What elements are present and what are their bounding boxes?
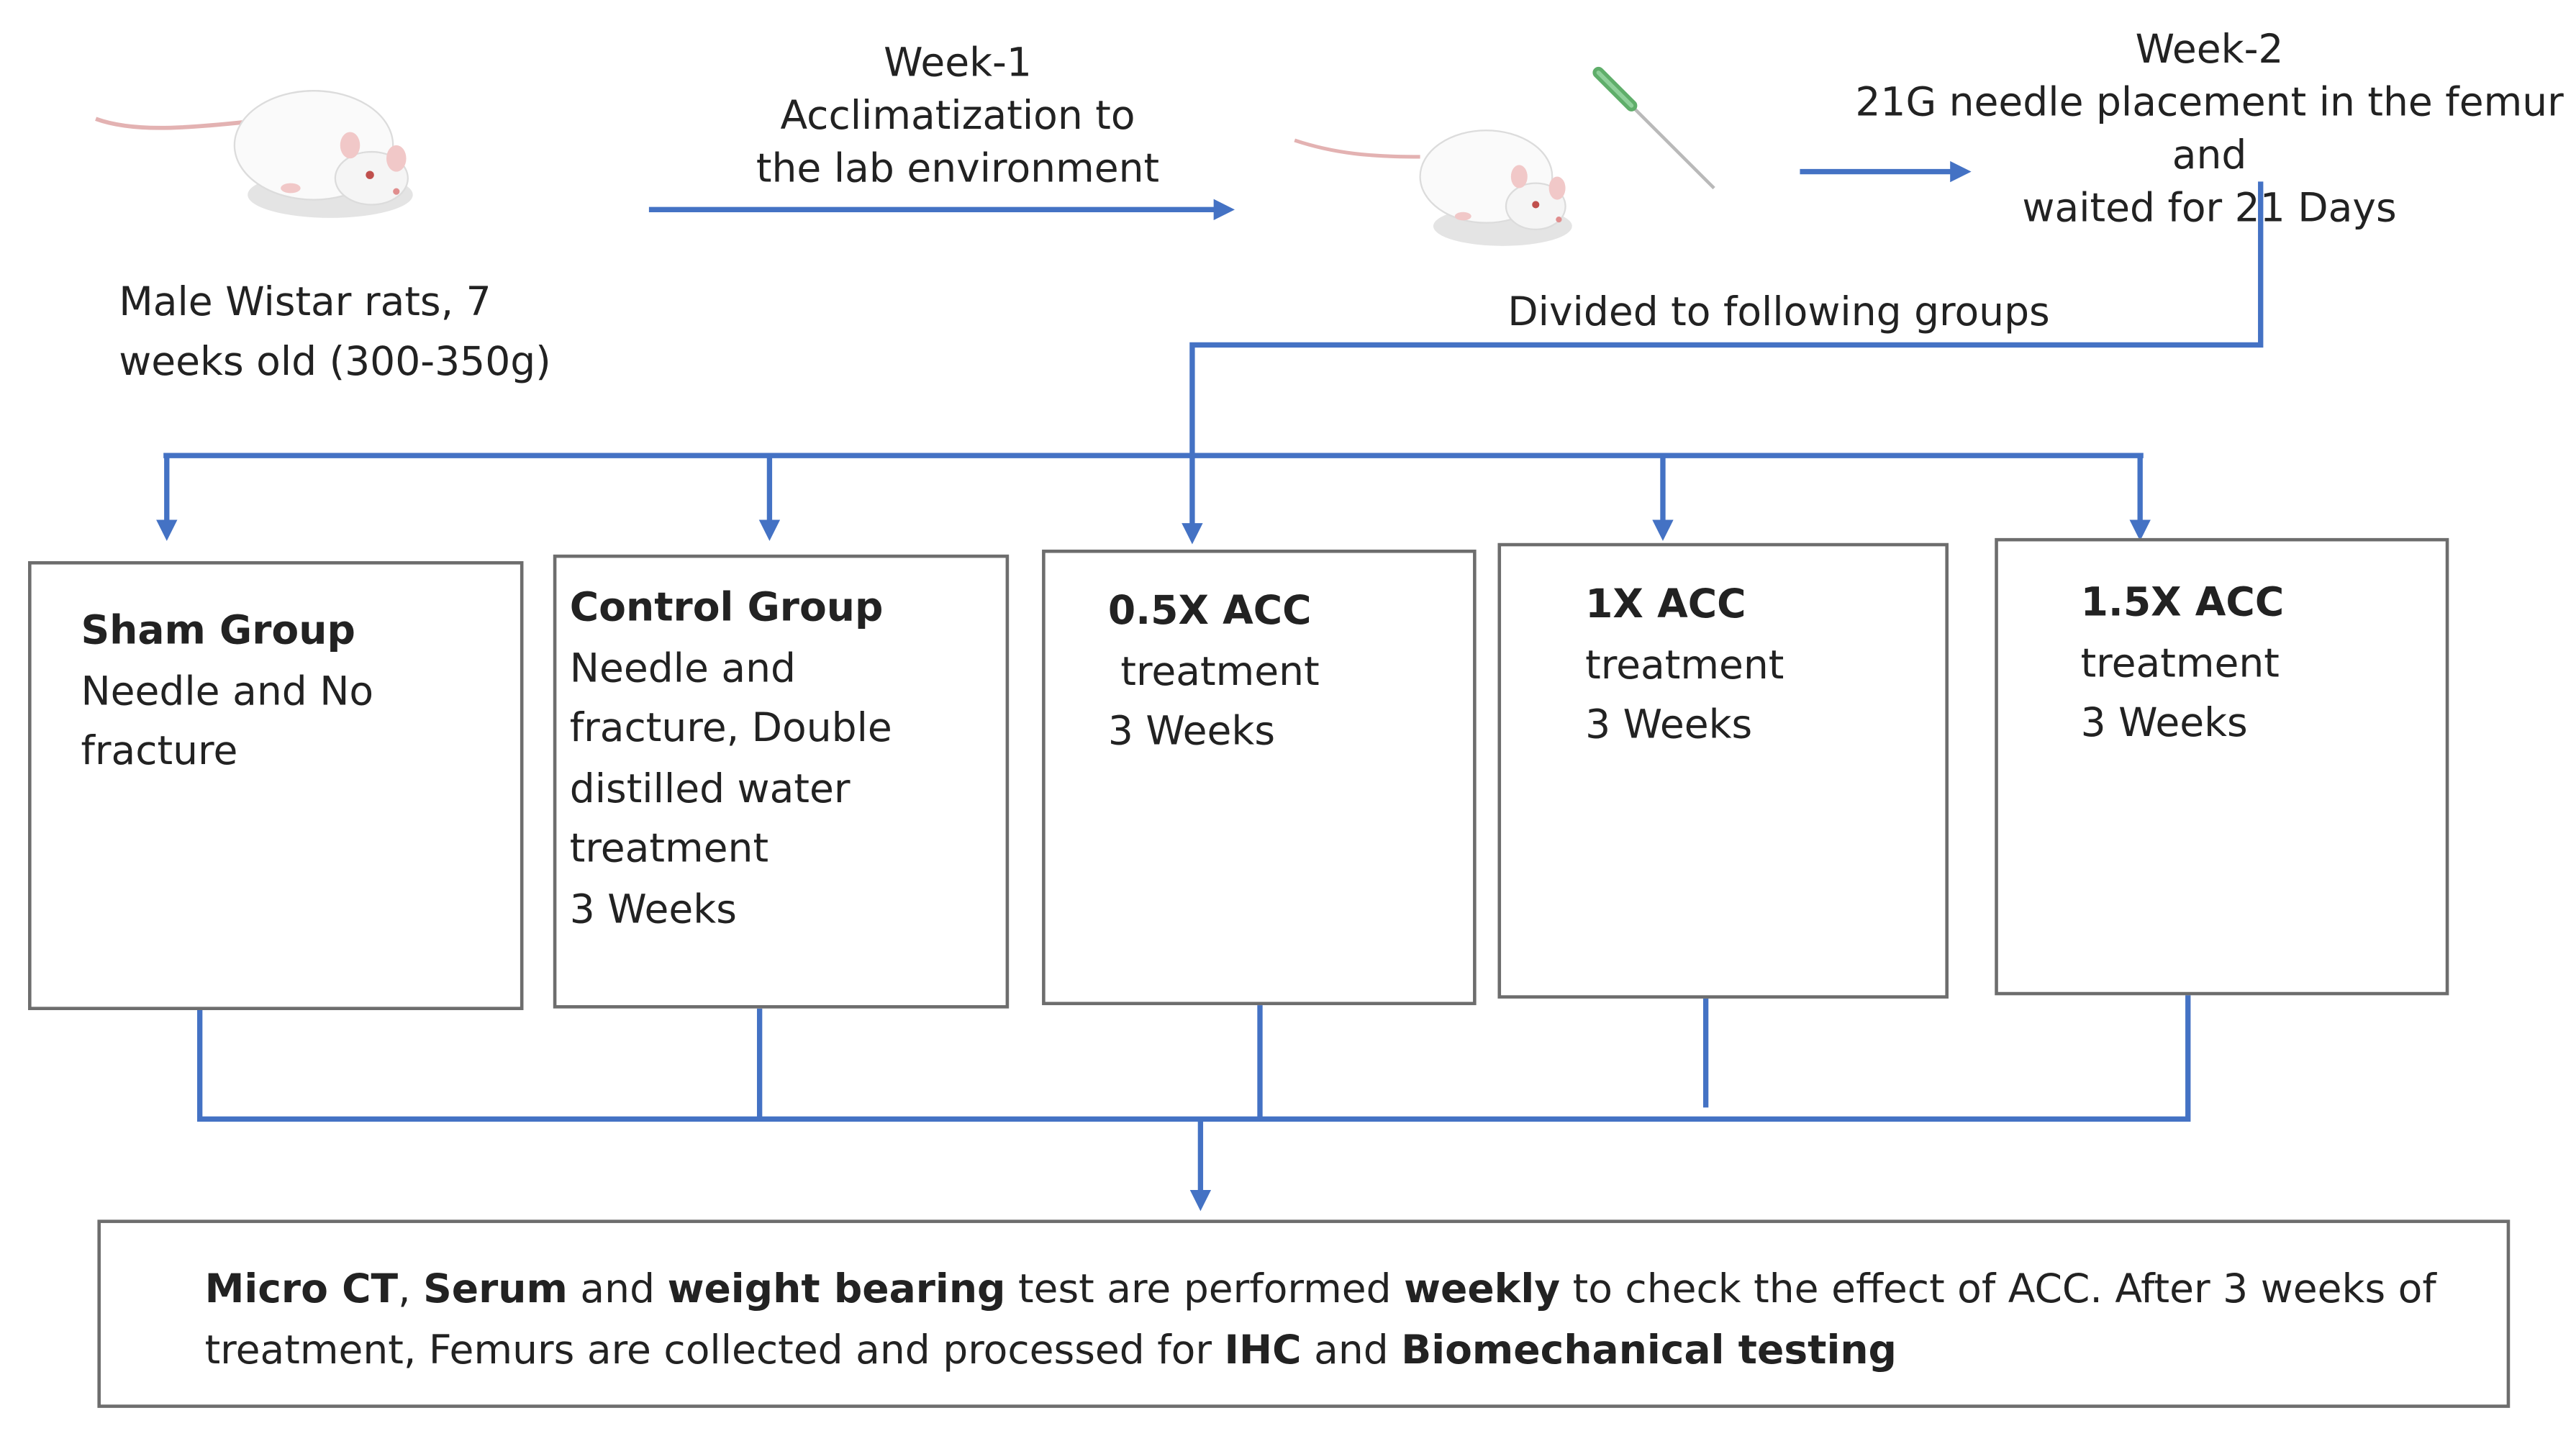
group-title: Sham Group — [81, 607, 355, 654]
week2-line-3: waited for 21 Days — [2022, 184, 2397, 232]
group-line: 3 Weeks — [1107, 708, 1276, 755]
white-rat-icon — [95, 90, 413, 218]
group-box-1-5x-acc: 1.5X ACC treatment 3 Weeks — [1995, 537, 2449, 996]
group-line: treatment — [2080, 639, 2280, 686]
final-part: IHC — [1224, 1327, 1302, 1373]
group-line: 3 Weeks — [569, 885, 737, 932]
final-outcome-box: Micro CT, Serum and weight bearing test … — [97, 1219, 2511, 1408]
white-rat-icon — [1294, 130, 1572, 246]
group-line: Needle and No — [81, 667, 374, 714]
group-title: 1.5X ACC — [2080, 579, 2285, 626]
subject-line-1: Male Wistar rats, 7 — [119, 278, 491, 325]
group-box-1x-acc: 1X ACC treatment 3 Weeks — [1497, 542, 1949, 999]
group-title: 1X ACC — [1585, 581, 1746, 627]
group-line: 3 Weeks — [1585, 701, 1753, 748]
subject-line-2: weeks old (300-350g) — [119, 338, 551, 385]
subject-description: Male Wistar rats, 7 weeks old (300-350g) — [119, 273, 550, 391]
group-line: treatment — [1107, 648, 1320, 694]
final-part: and — [1301, 1327, 1402, 1373]
group-line: fracture — [81, 727, 238, 774]
week2-line-2: 21G needle placement in the femur and — [1855, 79, 2564, 178]
week2-title: Week-2 — [2135, 26, 2284, 73]
week1-line-3: the lab environment — [756, 145, 1160, 192]
connector-divide — [1189, 181, 2264, 456]
group-line: treatment — [569, 825, 769, 872]
final-part: weight bearing — [667, 1266, 1006, 1312]
week1-label: Week-1 Acclimatization to the lab enviro… — [751, 36, 1164, 194]
final-outcome-text: Micro CT, Serum and weight bearing test … — [205, 1259, 2507, 1381]
final-part: and — [567, 1266, 668, 1312]
group-box-sham: Sham Group Needle and No fracture — [28, 560, 524, 1010]
final-part: Micro CT — [204, 1266, 399, 1312]
final-part: , — [398, 1266, 424, 1312]
group-line: distilled water — [569, 765, 851, 812]
final-part: Biomechanical testing — [1401, 1327, 1897, 1373]
needle-icon — [1592, 66, 1715, 190]
group-line: 3 Weeks — [2080, 699, 2248, 746]
group-line: fracture, Double — [569, 704, 892, 751]
week1-title: Week-1 — [884, 40, 1032, 86]
final-part: test are performed — [1005, 1266, 1405, 1312]
final-part: weekly — [1404, 1266, 1561, 1312]
group-line: treatment — [1585, 641, 1784, 688]
week1-line-2: Acclimatization to — [780, 92, 1135, 139]
connector-merge — [197, 994, 2191, 1122]
group-box-0-5x-acc: 0.5X ACC treatment 3 Weeks — [1042, 549, 1477, 1006]
week2-label: Week-2 21G needle placement in the femur… — [1830, 23, 2576, 235]
group-title: 0.5X ACC — [1107, 587, 1312, 634]
final-part: Serum — [423, 1266, 568, 1312]
group-title: Control Group — [569, 584, 884, 631]
group-line: Needle and — [569, 644, 796, 691]
final-part: to check the effect of ACC. After 3 week… — [204, 1266, 2436, 1373]
divided-groups-label: Divided to following groups — [1507, 289, 2050, 335]
group-box-control: Control Group Needle and fracture, Doubl… — [553, 554, 1010, 1009]
